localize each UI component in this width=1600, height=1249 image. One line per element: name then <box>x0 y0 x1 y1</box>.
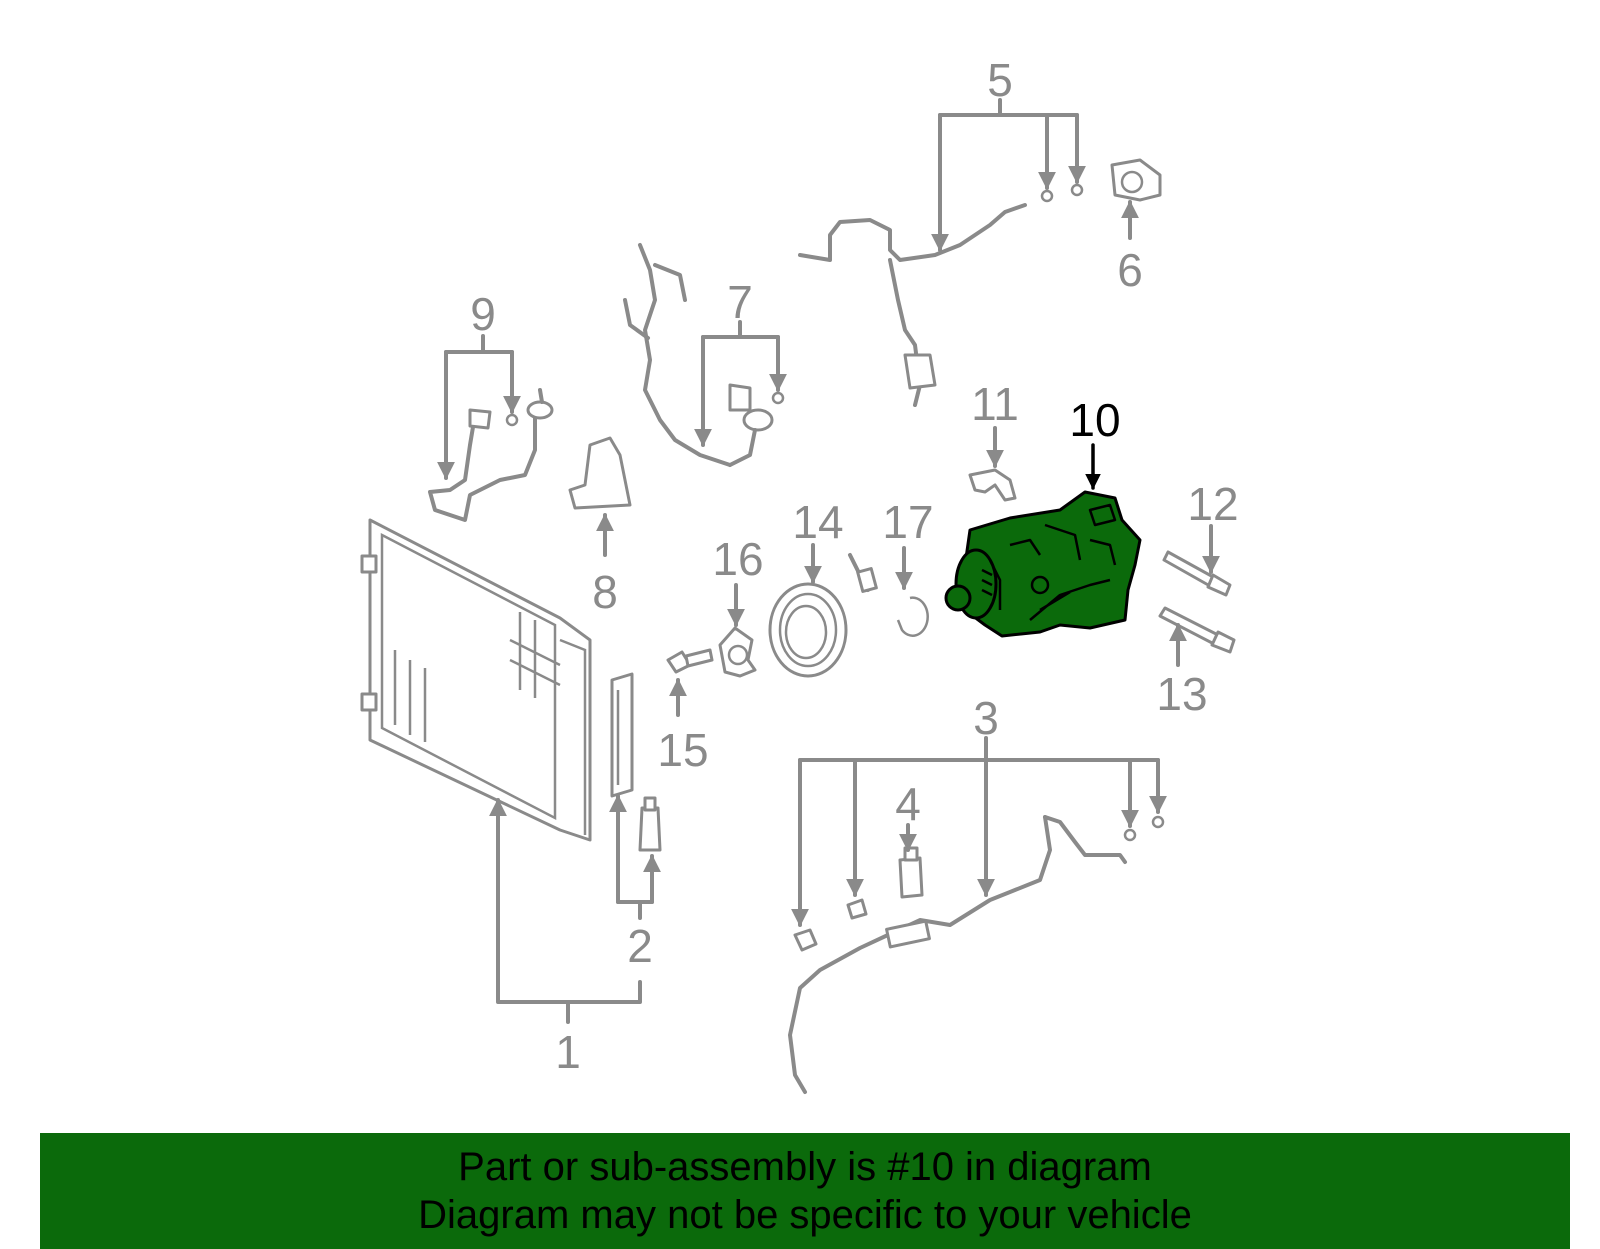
receiver-drier-part[interactable] <box>610 672 662 852</box>
banner-line-disclaimer: Diagram may not be specific to your vehi… <box>418 1193 1192 1237</box>
snap-ring-part[interactable] <box>896 596 929 637</box>
svg-text:12: 12 <box>1187 478 1238 530</box>
svg-text:11: 11 <box>971 378 1019 430</box>
svg-text:1: 1 <box>555 1026 581 1078</box>
gasket-part[interactable] <box>718 626 757 678</box>
svg-text:13: 13 <box>1156 668 1207 720</box>
callout-16: 16 <box>712 533 764 627</box>
callout-3: 3 <box>791 692 1167 927</box>
middle-hose-part[interactable] <box>623 243 785 467</box>
svg-text:6: 6 <box>1117 244 1143 296</box>
callout-9: 9 <box>437 288 521 480</box>
callout-17: 17 <box>882 496 934 590</box>
compressor-part[interactable] <box>944 490 1142 638</box>
svg-text:10: 10 <box>1069 394 1120 446</box>
pressure-switch-part[interactable] <box>898 846 924 899</box>
banner-line-part-note: Part or sub-assembly is #10 in diagram <box>458 1145 1152 1189</box>
svg-text:5: 5 <box>987 54 1013 106</box>
svg-text:9: 9 <box>470 288 496 340</box>
callout-14: 14 <box>792 496 844 584</box>
clutch-pulley-part[interactable] <box>768 553 878 678</box>
callout-5: 5 <box>931 54 1086 252</box>
callout-2: 2 <box>609 794 661 972</box>
callout-13: 13 <box>1156 623 1208 720</box>
svg-text:15: 15 <box>657 724 708 776</box>
callout-6: 6 <box>1117 200 1143 296</box>
left-hose-part[interactable] <box>428 388 554 522</box>
callout-15: 15 <box>657 678 709 776</box>
callout-7: 7 <box>694 276 787 447</box>
small-bolt-part[interactable] <box>666 648 714 674</box>
callout-11: 11 <box>971 378 1019 468</box>
svg-text:14: 14 <box>792 496 843 548</box>
svg-text:3: 3 <box>973 692 999 744</box>
info-banner: Part or sub-assembly is #10 in diagram D… <box>40 1133 1570 1249</box>
sensor-part[interactable] <box>1110 158 1162 202</box>
svg-text:4: 4 <box>895 778 921 830</box>
callout-4: 4 <box>895 778 921 852</box>
svg-text:17: 17 <box>882 496 933 548</box>
svg-text:8: 8 <box>592 566 618 618</box>
bracket-part[interactable] <box>568 436 632 510</box>
svg-text:7: 7 <box>727 276 753 328</box>
bolt-lower-part[interactable] <box>1158 606 1236 654</box>
callout-12: 12 <box>1187 478 1239 574</box>
callout-1: 1 <box>489 798 642 1078</box>
svg-text:2: 2 <box>627 920 653 972</box>
callout-8: 8 <box>592 513 618 618</box>
svg-text:16: 16 <box>712 533 763 585</box>
small-bracket-part[interactable] <box>968 468 1017 502</box>
lower-hose-part[interactable] <box>788 815 1165 1094</box>
callout-10: 10 <box>1069 394 1121 490</box>
upper-hose-part[interactable] <box>798 183 1084 407</box>
bolt-upper-part[interactable] <box>1162 550 1232 597</box>
condenser-part[interactable] <box>360 518 592 842</box>
